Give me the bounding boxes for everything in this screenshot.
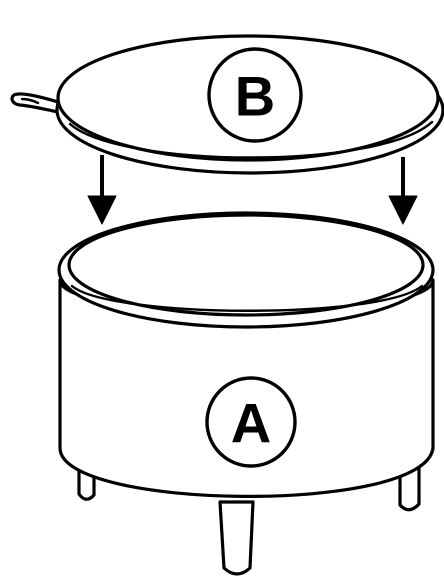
label-a: A bbox=[205, 376, 297, 468]
label-b: B bbox=[207, 47, 303, 143]
label-a-text: A bbox=[231, 392, 271, 455]
lid-pull-tab-hole bbox=[20, 97, 40, 105]
arrow-right bbox=[388, 157, 418, 225]
label-b-text: B bbox=[235, 65, 275, 128]
ottoman-base bbox=[57, 211, 435, 576]
base-rim-seam bbox=[70, 284, 424, 312]
leg-front bbox=[218, 500, 255, 576]
lid-edge-line bbox=[68, 120, 434, 159]
base-opening bbox=[67, 213, 425, 317]
lid-pull-tab bbox=[10, 92, 60, 114]
arrow-left bbox=[87, 155, 117, 225]
